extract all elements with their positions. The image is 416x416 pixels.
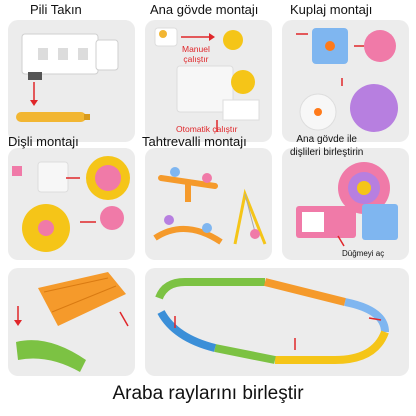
combine-illustration (296, 162, 398, 247)
title-body: Ana gövde montajı (150, 2, 259, 17)
panel-battery (8, 20, 135, 142)
knob-icon (159, 30, 167, 38)
switch-label: Düğmeyi aç (342, 249, 385, 258)
gear-illustration (12, 156, 130, 252)
caption: Araba raylarını birleştir (112, 383, 304, 404)
title-clutch: Kuplaj montajı (290, 2, 373, 17)
rails-right-illustration (155, 278, 389, 364)
seesaw-illustration (153, 167, 267, 245)
manual-run-label: Manuel çalıştır (182, 44, 210, 64)
panel-body (145, 20, 272, 142)
title-battery: Pili Takın (30, 2, 82, 17)
purple-gear-icon (350, 84, 398, 132)
panel-rails-left (8, 268, 135, 376)
title-gear: Dişli montajı (8, 134, 79, 149)
green-rail-icon (16, 340, 86, 372)
switch-arrow-icon (337, 235, 345, 247)
panel-clutch (282, 20, 409, 142)
auto-run-label: Otomatik çalıştır (176, 124, 238, 134)
clutch-illustration (296, 28, 398, 132)
gear-icon (231, 70, 255, 94)
title-seesaw: Tahtrevalli montajı (142, 134, 247, 149)
pink-gear-icon (364, 30, 396, 62)
body-illustration (154, 27, 260, 132)
panel-gear (8, 148, 135, 260)
panel-combine (282, 148, 409, 260)
title-combine: Ana gövde ile dişlileri birleştirin (290, 134, 364, 158)
battery-icon (16, 112, 86, 122)
rails-left-illustration (14, 272, 129, 372)
panel-seesaw (145, 148, 272, 260)
battery-illustration (16, 33, 119, 122)
panel-rails-right (145, 268, 409, 376)
